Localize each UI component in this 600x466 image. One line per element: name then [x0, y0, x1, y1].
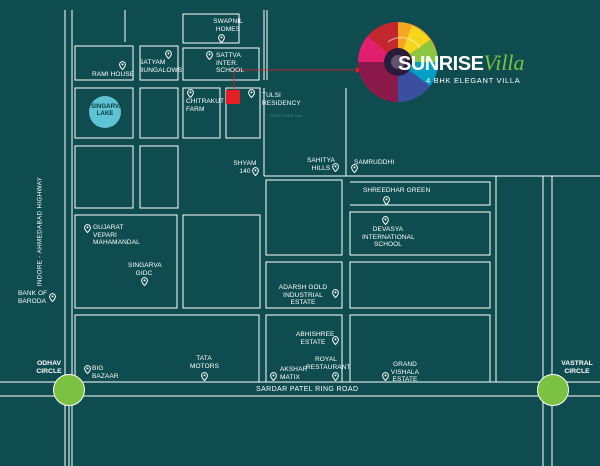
landmark-gujarat-vepari: GUJARAT VEPARI MAHAMANDAL — [93, 224, 140, 246]
location-pin-icon — [270, 372, 277, 381]
watermark-text: PROPTIGER.com — [270, 113, 303, 118]
city-block — [74, 45, 134, 81]
location-pin-icon — [332, 372, 339, 381]
city-block — [74, 87, 134, 139]
location-pin-icon — [382, 372, 389, 381]
landmark-grand: GRAND VISHALA ESTATE — [390, 361, 420, 383]
landmark-singarva-gidc: SINGARVA GIDC — [128, 262, 162, 277]
brand-tagline: 4 BHK ELEGANT VILLA — [426, 76, 521, 85]
location-pin-icon — [206, 51, 213, 60]
city-block — [349, 261, 491, 309]
site-marker — [226, 90, 240, 104]
location-pin-icon — [218, 34, 225, 43]
city-block — [182, 47, 260, 81]
location-pin-icon — [49, 293, 56, 302]
landmark-rami: RAMI HOUSE — [92, 71, 135, 78]
city-block — [225, 87, 261, 139]
location-pin-icon — [332, 289, 339, 298]
vastral-circle-label: VASTRAL CIRCLE — [561, 360, 593, 375]
connector-line — [233, 69, 356, 92]
location-pin-icon — [332, 163, 339, 172]
highway-label: INDORE - AHMEDABAD HIGHWAY — [36, 176, 44, 287]
location-pin-icon — [141, 277, 148, 286]
city-block — [74, 145, 134, 209]
lake-label: SINGARVA LAKE — [91, 103, 124, 117]
landmark-bank-of-baroda: BANK OF BARODA — [18, 290, 48, 305]
city-block — [74, 214, 178, 309]
landmark-samruddhi: SAMRUDDHI — [354, 159, 395, 166]
location-pin-icon — [84, 365, 91, 374]
landmark-shyam: SHYAM 140 — [233, 160, 257, 175]
city-block — [182, 214, 261, 309]
city-block — [139, 145, 179, 209]
location-pin-icon — [332, 336, 339, 345]
city-block — [182, 87, 221, 139]
city-block — [350, 181, 491, 206]
landmark-chitrakut: CHITRAKUT FARM — [186, 98, 224, 113]
location-pin-icon — [252, 167, 259, 176]
ring-road-label: SARDAR PATEL RING ROAD — [256, 386, 359, 393]
landmark-abhishree: ABHISHREE ESTATE — [296, 331, 335, 346]
city-block — [139, 87, 179, 139]
landmark-sahitya: SAHITYA HILLS — [306, 157, 336, 172]
location-pin-icon — [84, 224, 91, 233]
brand-name: SUNRISEVilla — [398, 50, 525, 76]
brand-name-villa: Villa — [483, 50, 525, 75]
city-block — [139, 45, 179, 81]
sunrise-logo-icon — [358, 22, 438, 102]
landmark-swapnil: SWAPNIL HOMES — [213, 18, 243, 33]
singarva-lake — [89, 96, 121, 128]
city-block — [349, 211, 491, 256]
landmark-shreedhar: SHREEDHAR GREEN — [363, 187, 431, 194]
landmark-akshar: AKSHAR MATIX — [280, 366, 308, 381]
odhav-circle-label: ODHAV CIRCLE — [36, 360, 62, 375]
city-block — [265, 261, 343, 309]
landmark-big-bazaar: BIG BAZAAR — [92, 365, 119, 380]
landmark-tulsi: TULSI RESIDENCY — [262, 92, 301, 107]
landmark-devasya: DEVASYA INTERNATIONAL SCHOOL — [362, 226, 415, 248]
location-pin-icon — [382, 216, 389, 225]
brand-name-sunrise: SUNRISE — [398, 53, 484, 75]
city-block — [265, 179, 343, 256]
vastral-circle-marker — [537, 374, 569, 406]
landmark-adarsh: ADARSH GOLD INDUSTRIAL ESTATE — [278, 284, 328, 306]
location-pin-icon — [165, 50, 172, 59]
location-pin-icon — [201, 372, 208, 381]
city-block — [349, 314, 491, 383]
location-pin-icon — [351, 164, 358, 173]
location-pin-icon — [248, 89, 255, 98]
landmark-tata: TATA MOTORS — [190, 355, 220, 370]
location-pin-icon — [383, 196, 390, 205]
landmark-royal: ROYAL RESTAURANT — [306, 356, 351, 371]
landmark-sattva: SATTVA INTER. SCHOOL — [216, 52, 245, 74]
location-pin-icon — [187, 89, 194, 98]
odhav-circle-marker — [53, 374, 85, 406]
city-block — [182, 13, 240, 44]
landmark-satyam: SATYAM BUNGALOWS — [139, 59, 183, 74]
location-pin-icon — [119, 61, 126, 70]
